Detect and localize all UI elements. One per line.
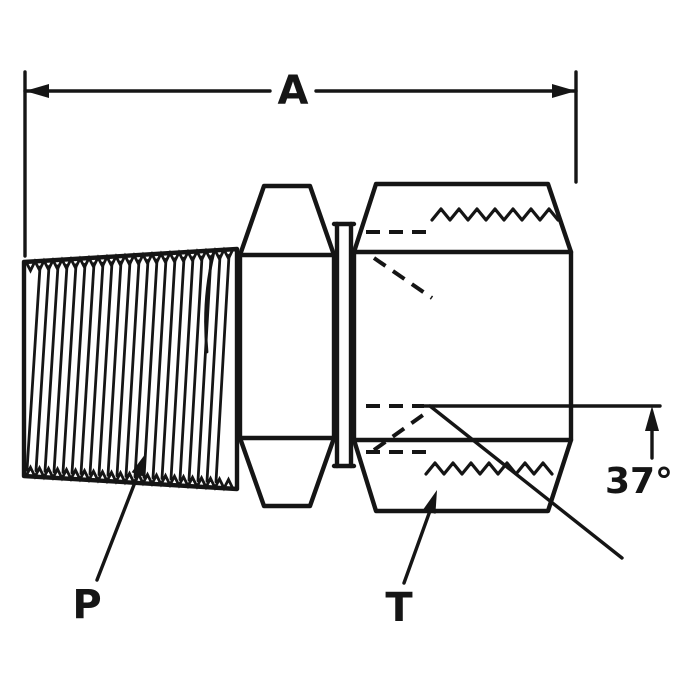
leader-t-line <box>402 506 433 585</box>
male-thread-outline <box>21 246 240 492</box>
hex-outline <box>237 183 337 509</box>
leader-p-arrowhead <box>131 453 146 477</box>
dimension-a-label: A <box>278 68 309 114</box>
flare-angle-callout: 37° <box>422 404 673 560</box>
flare-angle-label: 37° <box>605 461 673 502</box>
internal-thread-zigzag-bottom <box>424 461 554 476</box>
thread-crest-top <box>24 246 235 274</box>
leader-p: P <box>72 453 146 628</box>
dimension-arrowhead-right <box>552 84 576 98</box>
swivel-nut-outline <box>351 181 574 514</box>
swivel-nut <box>351 181 574 514</box>
male-pipe-thread <box>21 246 240 492</box>
label-p: P <box>72 582 101 628</box>
thread-crest-bottom <box>24 464 235 492</box>
dimension-arrowhead-left <box>25 84 49 98</box>
label-t: T <box>385 585 413 631</box>
hex-body <box>237 183 337 509</box>
hidden-internal-lines <box>366 230 434 454</box>
angle-arrowhead <box>645 406 659 431</box>
internal-thread-zigzag-top <box>430 207 560 222</box>
flare-cone-extension-line <box>428 404 624 560</box>
leader-t-arrowhead <box>423 490 437 514</box>
dimension-a: A <box>23 68 578 258</box>
male-thread-hatch <box>24 246 235 492</box>
hidden-cone-top <box>372 256 434 300</box>
internal-thread-symbols <box>424 207 560 476</box>
leader-t: T <box>385 490 437 631</box>
leader-p-line <box>95 470 141 582</box>
neck <box>331 221 357 469</box>
hidden-cone-bottom <box>372 408 432 452</box>
